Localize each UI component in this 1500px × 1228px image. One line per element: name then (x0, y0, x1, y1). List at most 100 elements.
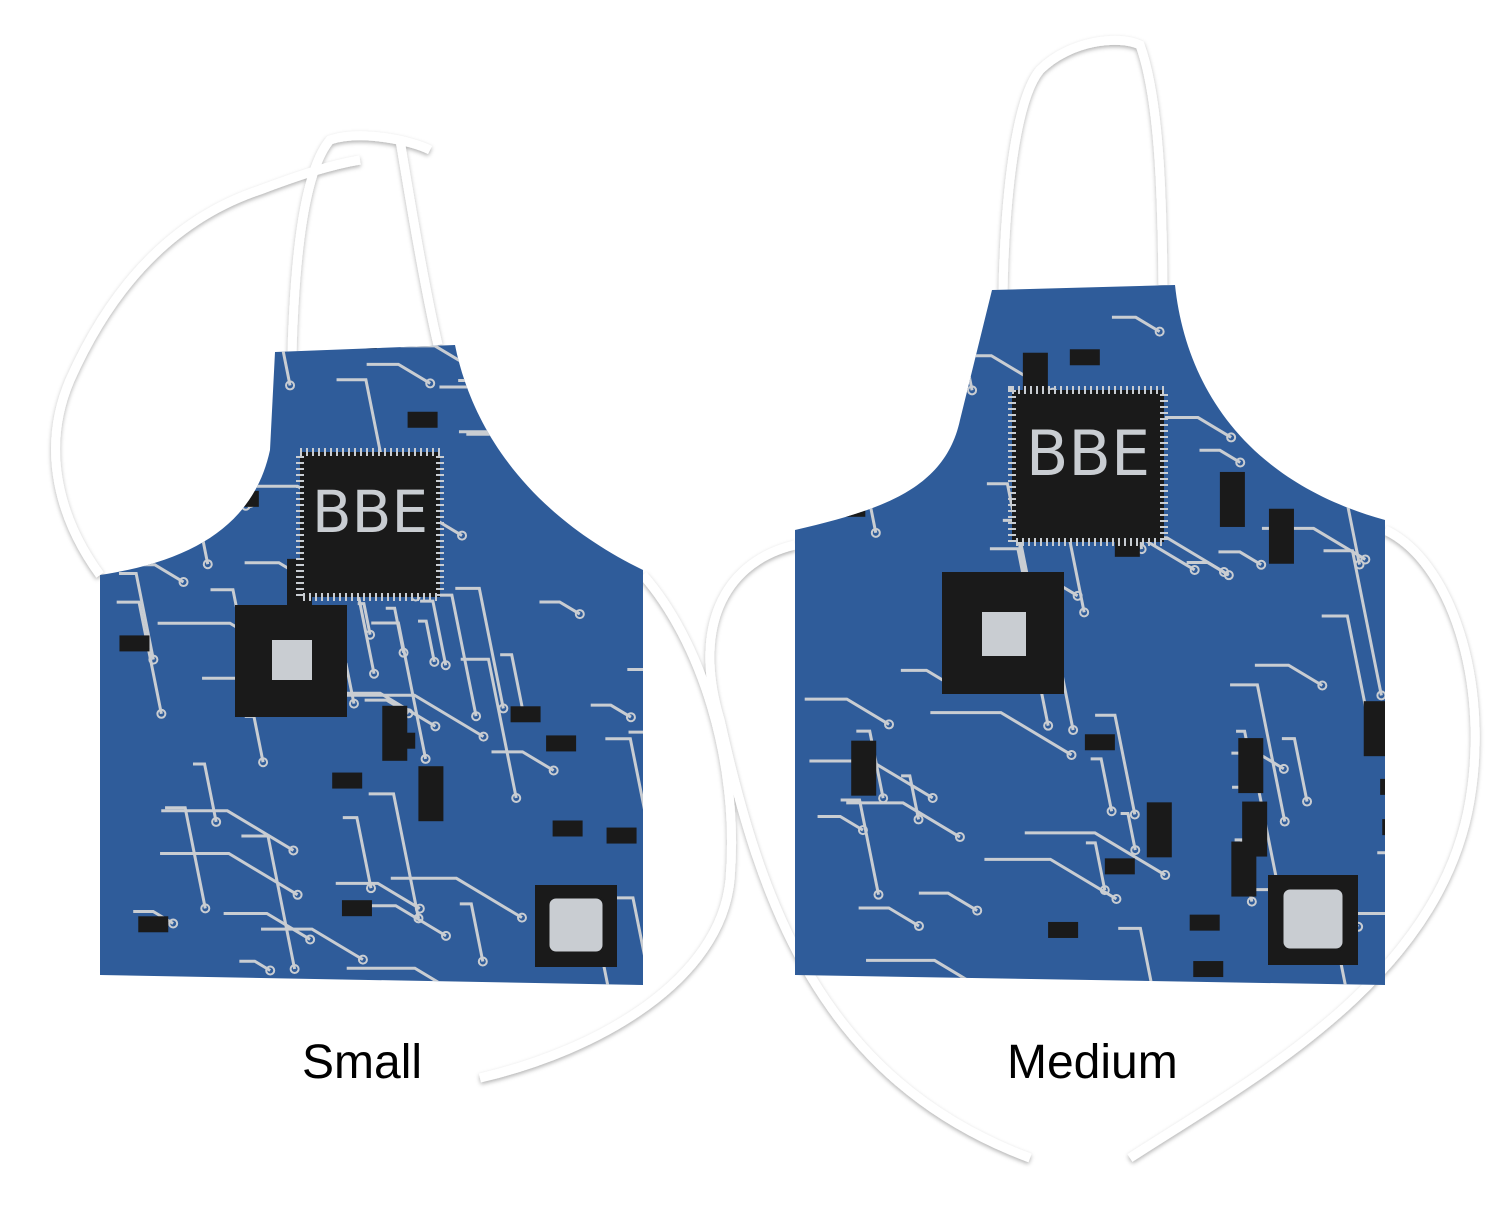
monogram-text: BBE (1026, 417, 1150, 490)
circuit-pad (1317, 680, 1328, 691)
circuit-component (561, 987, 586, 1042)
medium-apron: BBE (795, 285, 1491, 1000)
circuit-pad (1218, 566, 1229, 577)
circuit-pad (348, 698, 359, 709)
circuit-component (1146, 802, 1172, 858)
circuit-trace (817, 815, 864, 832)
circuit-pad (1043, 720, 1054, 731)
circuit-pad (305, 934, 316, 945)
circuit-pad (703, 565, 711, 573)
circuit-pad (1068, 725, 1079, 736)
circuit-component (606, 827, 637, 844)
circuit-trace (840, 798, 880, 895)
circuit-trace (1090, 757, 1114, 812)
circuit-component (874, 401, 905, 418)
circuit-pad (1111, 893, 1122, 904)
circuit-trace (1391, 318, 1486, 347)
circuit-trace (345, 693, 485, 738)
circuit-pad (653, 1014, 661, 1022)
circuit-trace (118, 572, 155, 660)
circuit-trace (184, 353, 226, 368)
circuit-trace (893, 396, 956, 418)
circuit-pad (200, 903, 211, 914)
circuit-pad (1066, 749, 1077, 760)
circuit-trace (846, 332, 904, 475)
circuit-trace (1218, 550, 1262, 567)
circuit-pad (542, 402, 553, 413)
circuit-trace (605, 737, 643, 864)
circuit-trace (918, 891, 978, 912)
circuit-pad (1154, 326, 1165, 337)
circuit-component (1069, 349, 1100, 366)
circuit-trace (1344, 285, 1385, 395)
circuit-trace (390, 876, 523, 919)
circuit-pad (1443, 944, 1451, 952)
circuit-pad (366, 883, 377, 894)
circuit-pad (1302, 796, 1313, 807)
circuit-trace (1164, 416, 1232, 439)
circuit-trace (335, 881, 421, 910)
circuit-pad (1464, 400, 1472, 408)
circuit-component (346, 345, 377, 349)
circuit-component (138, 423, 169, 440)
circuit-component (382, 705, 408, 761)
circuit-trace (590, 703, 632, 719)
circuit-trace (1352, 368, 1385, 406)
circuit-trace (838, 373, 881, 389)
circuit-pad (927, 792, 938, 803)
circuit-trace (986, 482, 1030, 587)
circuit-pad (1436, 992, 1444, 1000)
circuit-trace (1254, 663, 1324, 687)
circuit-pad (498, 703, 509, 714)
circuit-trace (846, 801, 961, 839)
circuit-pad (429, 656, 440, 667)
size-label-small: Small (302, 1036, 423, 1089)
circuit-pad (471, 711, 482, 722)
circuit-component (1238, 738, 1264, 794)
circuit-trace (609, 896, 643, 985)
circuit-pad (440, 660, 451, 671)
circuit-pad (479, 1005, 487, 1013)
circuit-component (851, 740, 877, 796)
circuit-pad (548, 765, 559, 776)
circuit-trace (1377, 851, 1385, 884)
circuit-pad (219, 361, 230, 372)
circuit-component (1104, 858, 1135, 875)
circuit-trace (418, 619, 436, 663)
circuit-component (1231, 841, 1257, 897)
circuit-trace (103, 430, 152, 548)
circuit-trace (624, 542, 643, 571)
circuit-pad (425, 378, 436, 389)
circuit-pad (1226, 432, 1237, 443)
circuit-trace (937, 301, 974, 391)
circuit-pad (1483, 343, 1491, 351)
circuit-trace (1385, 980, 1440, 996)
monogram-chip (1008, 386, 1168, 546)
circuit-component (1363, 701, 1385, 757)
circuit-pad (357, 954, 368, 965)
circuit-pad (1278, 763, 1289, 774)
circuit-pad (1472, 878, 1480, 886)
circuit-pad (1328, 332, 1339, 343)
circuit-pad (1279, 816, 1290, 827)
circuit-pad (1464, 924, 1472, 932)
circuit-trace (460, 657, 518, 799)
circuit-trace (539, 600, 581, 616)
circuit-component (510, 706, 541, 723)
circuit-trace (500, 653, 525, 713)
circuit-trace (239, 959, 271, 972)
circuit-pad (265, 1002, 273, 1010)
circuit-pad (265, 965, 276, 976)
circuit-component (1268, 508, 1294, 564)
circuit-trace (627, 668, 643, 682)
circuit-pad (884, 719, 895, 730)
circuit-trace (1185, 285, 1245, 296)
circuit-trace (342, 816, 373, 889)
circuit-component (1048, 921, 1079, 938)
circuit-trace (188, 361, 248, 507)
circuit-pad (651, 860, 659, 868)
circuit-component (579, 440, 610, 457)
circuit-pattern (804, 285, 1491, 1000)
circuit-pad (258, 757, 269, 768)
circuit-pad (621, 464, 632, 475)
